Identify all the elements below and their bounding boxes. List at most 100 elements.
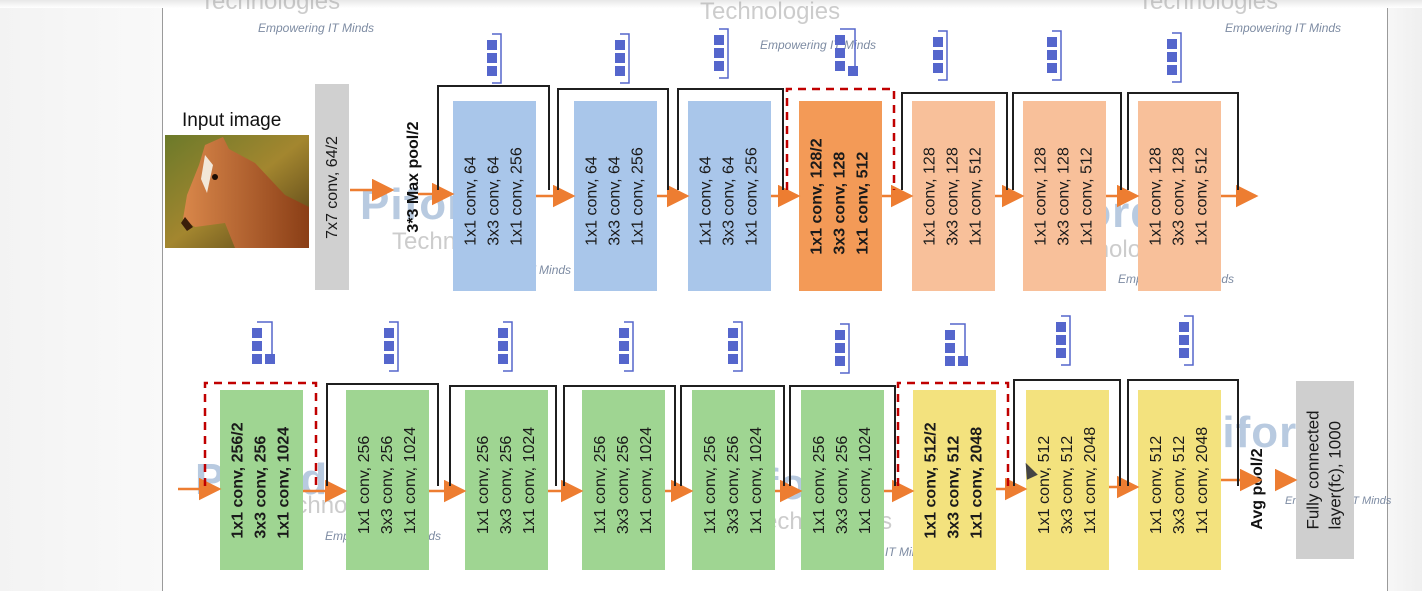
block-line: 1x1 conv, 512 — [1079, 146, 1096, 246]
fc-label-line2: layer(fc), 1000 — [1326, 420, 1346, 530]
bottleneck-block: 1x1 conv, 256 3x3 conv, 256 1x1 conv, 1024 — [346, 390, 429, 570]
downsample-icon — [252, 321, 275, 364]
block-icon — [728, 321, 743, 372]
block-line: 3x3 conv, 256 — [834, 435, 851, 534]
block-icon — [615, 33, 630, 84]
downsample-icon — [945, 323, 968, 366]
block-line: 3x3 conv, 256 — [498, 435, 515, 534]
bottleneck-block: 1x1 conv, 256 3x3 conv, 256 1x1 conv, 1024 — [465, 390, 548, 570]
block-line: 1x1 conv, 256 — [356, 435, 373, 534]
watermark-sub: Technologies — [700, 0, 841, 25]
block-line: 1x1 conv, 512 — [1148, 435, 1165, 534]
block-line: 3x3 conv, 256 — [379, 435, 396, 534]
right-margin — [1387, 0, 1422, 591]
bottleneck-block: 1x1 conv, 256 3x3 conv, 256 1x1 conv, 1024 — [801, 390, 884, 570]
block-line: 1x1 conv, 128 — [1148, 146, 1165, 246]
top-fade — [0, 0, 1422, 8]
block-line: 1x1 conv, 2048 — [1082, 426, 1099, 534]
block-line: 3x3 conv, 64 — [486, 155, 503, 246]
block-line: 1x1 conv, 256/2 — [230, 421, 248, 539]
block-line: 3x3 conv, 256 — [725, 435, 742, 534]
block-icon — [1047, 30, 1062, 81]
block-icon — [384, 321, 399, 372]
block-line: 1x1 conv, 1024 — [276, 426, 294, 539]
bottleneck-block: 1x1 conv, 128 3x3 conv, 128 1x1 conv, 512 — [1138, 101, 1221, 291]
block-icon — [498, 321, 513, 372]
left-margin — [0, 0, 162, 591]
block-line: 3x3 conv, 512 — [1171, 435, 1188, 534]
block-line: 3x3 conv, 128 — [1171, 146, 1188, 246]
block-line: 3x3 conv, 128 — [832, 151, 850, 255]
bottleneck-block: 1x1 conv, 512 3x3 conv, 512 1x1 conv, 2048 — [1138, 390, 1221, 570]
slide-right-edge — [1387, 0, 1388, 591]
stem-conv-label: 7x7 conv, 64/2 — [323, 135, 341, 239]
fc-label-line1: Fully connected — [1304, 410, 1324, 530]
block-line: 1x1 conv, 1024 — [748, 426, 765, 534]
watermark-sub: Technologies — [1138, 0, 1279, 15]
block-line: 1x1 conv, 512 — [1194, 146, 1211, 246]
block-line: 1x1 conv, 1024 — [857, 426, 874, 534]
block-line: 1x1 conv, 1024 — [402, 426, 419, 534]
downsample-block: 1x1 conv, 256/2 3x3 conv, 256 1x1 conv, 10… — [220, 390, 303, 570]
block-icon — [487, 33, 502, 84]
block-line: 1x1 conv, 512 — [1036, 435, 1053, 534]
block-line: 1x1 conv, 256 — [475, 435, 492, 534]
downsample-icon — [835, 28, 858, 76]
bottleneck-block: 1x1 conv, 128 3x3 conv, 128 1x1 conv, 512 — [1023, 101, 1106, 291]
block-icon — [835, 323, 850, 374]
input-image-label: Input image — [182, 110, 282, 131]
bottleneck-block: 1x1 conv, 64 3x3 conv, 64 1x1 conv, 256 — [688, 101, 771, 291]
avg-pool-label: Avg pool/2 — [1249, 448, 1266, 530]
block-line: 3x3 conv, 128 — [945, 146, 962, 246]
downsample-block: 1x1 conv, 128/2 3x3 conv, 128 1x1 conv, 51… — [799, 101, 882, 291]
block-icon — [933, 30, 948, 81]
block-line: 3x3 conv, 256 — [253, 435, 271, 539]
block-line: 1x1 conv, 1024 — [638, 426, 655, 534]
block-line: 1x1 conv, 256 — [811, 435, 828, 534]
block-line: 1x1 conv, 256 — [592, 435, 609, 534]
max-pool-label: 3*3 Max pool/2 — [405, 121, 422, 233]
block-line: 1x1 conv, 256 — [702, 435, 719, 534]
slide-left-edge — [162, 0, 163, 591]
downsample-block: 1x1 conv, 512/2 3x3 conv, 512 1x1 conv, 20… — [913, 390, 996, 570]
block-line: 3x3 conv, 256 — [615, 435, 632, 534]
watermark-sub: Technologies — [200, 0, 341, 15]
block-line: 1x1 conv, 64 — [463, 155, 480, 246]
watermark-tagline: Empowering IT Minds — [258, 21, 375, 35]
block-line: 3x3 conv, 64 — [721, 155, 738, 246]
block-line: 1x1 conv, 512/2 — [923, 421, 941, 539]
watermark-tagline: Empowering IT Minds — [1225, 21, 1342, 35]
block-line: 1x1 conv, 128/2 — [809, 137, 827, 255]
block-icon — [619, 321, 634, 372]
block-line: 1x1 conv, 64 — [584, 155, 601, 246]
watermark-tagline: Empowering IT Minds — [760, 38, 877, 52]
block-line: 3x3 conv, 512 — [1059, 435, 1076, 534]
block-line: 1x1 conv, 64 — [698, 155, 715, 246]
block-line: 1x1 conv, 256 — [509, 146, 526, 246]
block-line: 1x1 conv, 128 — [1033, 146, 1050, 246]
block-line: 1x1 conv, 2048 — [969, 426, 987, 539]
horse-image — [165, 135, 309, 248]
block-line: 3x3 conv, 512 — [946, 435, 964, 539]
block-line: 1x1 conv, 128 — [922, 146, 939, 246]
block-icon — [1179, 315, 1194, 366]
bottleneck-block: 1x1 conv, 64 3x3 conv, 64 1x1 conv, 256 — [453, 101, 536, 291]
block-line: 1x1 conv, 256 — [630, 146, 647, 246]
block-line: 1x1 conv, 1024 — [521, 426, 538, 534]
block-line: 1x1 conv, 2048 — [1194, 426, 1211, 534]
block-line: 1x1 conv, 256 — [744, 146, 761, 246]
block-line: 1x1 conv, 512 — [855, 151, 873, 255]
bottleneck-block: 1x1 conv, 512 3x3 conv, 512 1x1 conv, 2048 — [1026, 390, 1109, 570]
bottleneck-block: 1x1 conv, 128 3x3 conv, 128 1x1 conv, 512 — [912, 101, 995, 291]
stem-conv-block: 7x7 conv, 64/2 — [315, 84, 349, 290]
bottleneck-block: 1x1 conv, 256 3x3 conv, 256 1x1 conv, 1024 — [582, 390, 665, 570]
block-line: 1x1 conv, 512 — [968, 146, 985, 246]
block-icon — [1056, 315, 1071, 366]
block-line: 3x3 conv, 64 — [607, 155, 624, 246]
block-icon — [714, 28, 729, 79]
block-line: 3x3 conv, 128 — [1056, 146, 1073, 246]
bottleneck-block: 1x1 conv, 256 3x3 conv, 256 1x1 conv, 1024 — [692, 390, 775, 570]
bottleneck-block: 1x1 conv, 64 3x3 conv, 64 1x1 conv, 256 — [574, 101, 657, 291]
block-icon — [1167, 32, 1182, 83]
